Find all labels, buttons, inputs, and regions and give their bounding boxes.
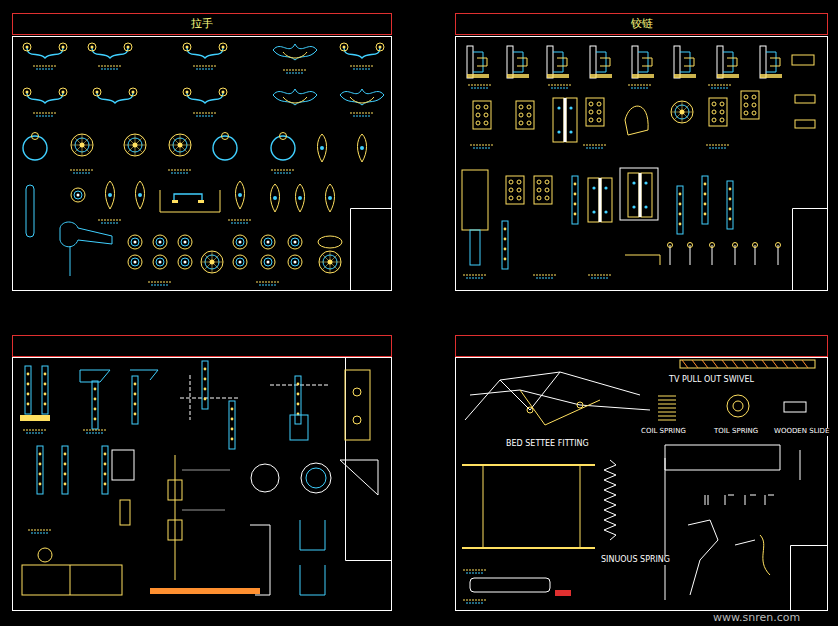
handle-drawings [23,43,384,285]
panel-frame [13,37,828,611]
fitting-drawings [20,361,378,595]
part-name: COIL SPRING [640,428,687,436]
panel-title-bar: 拉手 [12,13,392,35]
panel-title: 拉手 [191,18,213,30]
fitting-drawings [462,360,815,603]
hinge-drawings [462,46,815,278]
part-name: SINUOUS SPRING [600,556,671,565]
panel-title-bar: 铰链 [455,13,828,35]
part-name: BED SETTEE FITTING [505,440,590,449]
watermark: www.snren.com [712,612,801,624]
part-name: WOODEN SLIDE [773,428,830,436]
part-name: TV PULL OUT SWIVEL [668,376,755,385]
panel-title: 铰链 [631,18,653,30]
part-name: TOIL SPRING [713,428,759,436]
